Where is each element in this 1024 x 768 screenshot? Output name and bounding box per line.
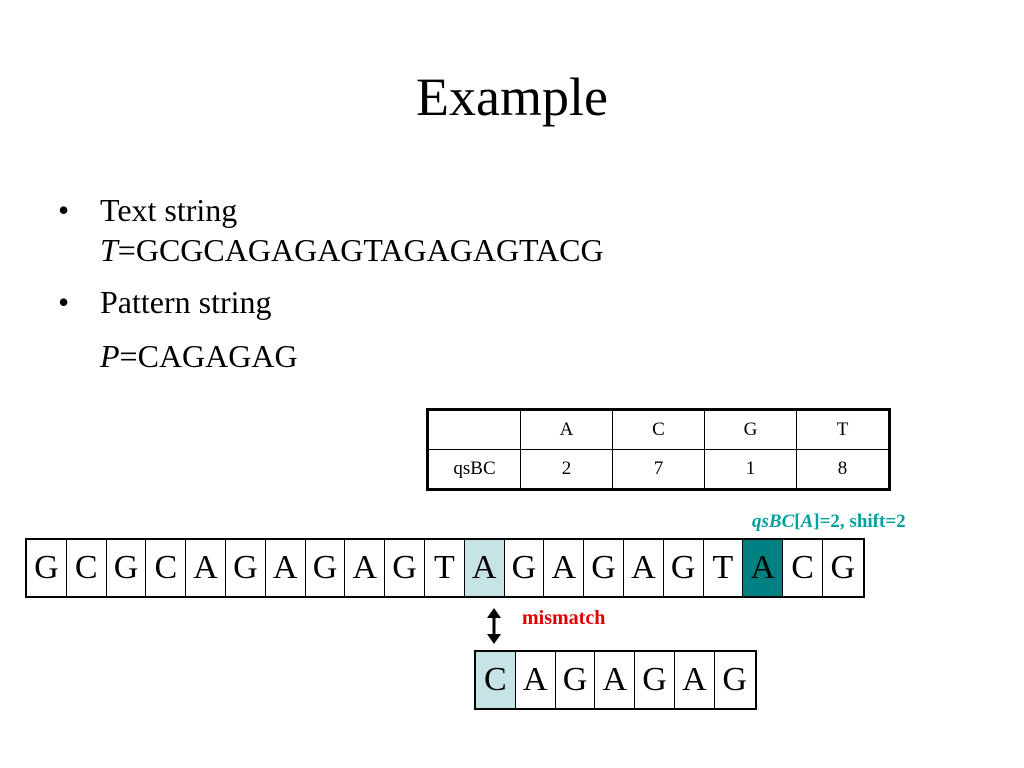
pattern-string-definition: P=CAGAGAG [100, 336, 604, 376]
text-char-cell: A [743, 540, 784, 596]
text-char-cell: A [624, 540, 664, 596]
qsbc-value-a: 2 [520, 449, 613, 490]
text-char-cell: A [544, 540, 585, 596]
text-char-cell: G [226, 540, 266, 596]
text-char-cell: G [385, 540, 425, 596]
qsbc-header-empty [427, 409, 521, 450]
pattern-char-cell: A [675, 652, 715, 708]
qsbc-value-g: 1 [704, 449, 797, 490]
mismatch-label: mismatch [522, 607, 606, 629]
double-arrow-icon [487, 608, 501, 644]
bullet-dot: • [58, 192, 70, 228]
bullet-text-string: • Text string T=GCGCAGAGAGTAGAGAGTACG [58, 190, 604, 270]
qsbc-header-a: A [520, 409, 613, 450]
qsbc-table: A C G T qsBC 2 7 1 8 [426, 408, 891, 491]
text-char-cell: T [704, 540, 744, 596]
text-char-cell: A [345, 540, 386, 596]
text-char-cell: G [664, 540, 704, 596]
pattern-char-cell: G [556, 652, 596, 708]
text-char-cell: G [107, 540, 147, 596]
text-string-label: Text string [100, 192, 238, 228]
bullet-pattern-string: • Pattern string P=CAGAGAG [58, 282, 604, 376]
text-variable: T [100, 232, 118, 268]
text-char-cell: G [505, 540, 545, 596]
pattern-char-cell: G [635, 652, 675, 708]
text-char-cell: G [584, 540, 624, 596]
qsbc-header-c: C [612, 409, 705, 450]
text-char-cell: G [27, 540, 67, 596]
shift-open: [ [794, 511, 801, 532]
pattern-char-cell: A [516, 652, 556, 708]
text-char-cell: C [67, 540, 107, 596]
text-value: =GCGCAGAGAGTAGAGAGTACG [117, 232, 604, 268]
text-char-cell: C [146, 540, 187, 596]
pattern-string-label: Pattern string [100, 284, 272, 320]
qsbc-value-c: 7 [612, 449, 705, 490]
pattern-char-cell: A [595, 652, 636, 708]
shift-annotation: qsBC[A]=2, shift=2 [752, 511, 906, 533]
pattern-char-cell: G [722, 661, 747, 698]
shift-arg: A [800, 511, 814, 532]
pattern-value: =CAGAGAG [119, 338, 298, 374]
pattern-variable: P [100, 338, 120, 374]
bullet-dot: • [58, 284, 70, 320]
qsbc-header-t: T [796, 409, 890, 450]
bullet-list: • Text string T=GCGCAGAGAGTAGAGAGTACG • … [58, 190, 604, 376]
text-char-cell: C [783, 540, 823, 596]
qsbc-row-label: qsBC [427, 449, 521, 490]
text-char-cell: A [464, 540, 505, 596]
qsbc-header-row: A C G T [427, 409, 890, 450]
qsbc-header-g: G [704, 409, 797, 450]
text-char-cell: A [186, 540, 226, 596]
text-char-cell: G [306, 540, 346, 596]
slide-title: Example [416, 67, 608, 127]
shift-rest: ]=2, shift=2 [813, 511, 906, 532]
text-string-definition: T=GCGCAGAGAGTAGAGAGTACG [100, 230, 604, 270]
qsbc-value-t: 8 [796, 449, 890, 490]
text-char-cell: T [425, 540, 465, 596]
text-char-cell: G [830, 549, 856, 586]
text-char-cell: A [266, 540, 306, 596]
qsbc-value-row: qsBC 2 7 1 8 [427, 449, 890, 490]
pattern-char-cell: C [476, 652, 516, 708]
shift-func: qsBC [752, 511, 795, 532]
